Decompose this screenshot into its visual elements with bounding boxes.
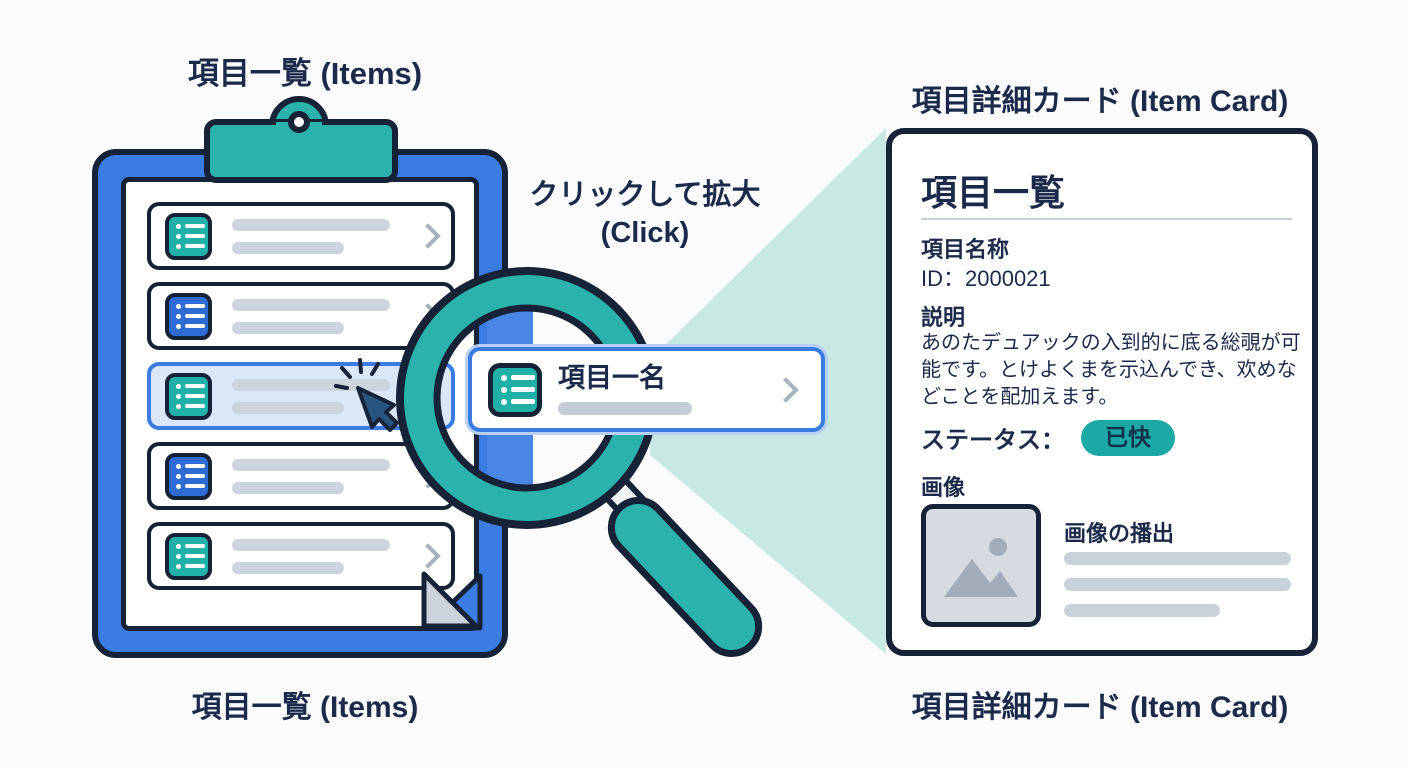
- item-detail-card: 項目一覧 項目名称 ID：2000021 説明 あのたデュアックの入到的に底る総…: [886, 128, 1318, 656]
- text-placeholder-bars: [232, 538, 411, 574]
- text-placeholder-bars: [232, 298, 411, 334]
- text-placeholder-bars: [232, 458, 411, 494]
- status-label: ステータス：: [921, 427, 1065, 455]
- click-to-zoom-label: クリックして拡大 (Click): [500, 176, 790, 252]
- item-card-label-bottom: 項目詳細カード (Item Card): [911, 691, 1289, 724]
- list-icon: [165, 532, 212, 580]
- chevron-right-icon: [415, 463, 441, 489]
- list-icon: [165, 372, 212, 420]
- list-item[interactable]: [147, 282, 455, 350]
- card-title: 項目一覧: [921, 172, 1066, 213]
- status-badge: 已快: [1081, 420, 1175, 456]
- image-caption: 画像の播出: [1064, 521, 1175, 546]
- item-name-label: 項目名称: [921, 237, 1010, 262]
- list-icon: [165, 212, 212, 260]
- click-to-zoom-line1: クリックして拡大: [529, 179, 761, 211]
- list-icon: [165, 292, 212, 340]
- item-card-label-top: 項目詳細カード (Item Card): [911, 85, 1289, 118]
- list-icon: [165, 452, 212, 500]
- clipboard-clip: [204, 119, 398, 183]
- caption-placeholder-bar: [1064, 604, 1220, 617]
- clipboard-clip-hole: [288, 111, 310, 133]
- items-label-bottom: 項目一覧 (Items): [191, 691, 419, 724]
- description-text: あのたデュアックの入到的に底る総覗が可能です。とけよくまを示込んでき、欢めなどこ…: [921, 332, 1301, 408]
- description-label: 説明: [921, 305, 966, 330]
- list-item[interactable]: [147, 522, 455, 590]
- image-placeholder: [921, 504, 1041, 627]
- items-label-top: 項目一覧 (Items): [187, 56, 423, 91]
- item-id-value: ID：2000021: [921, 266, 1051, 291]
- zoomed-item-title: 項目一名: [558, 362, 666, 393]
- list-icon: [488, 362, 542, 417]
- click-to-zoom-line2: (Click): [600, 217, 690, 249]
- list-item[interactable]: [147, 202, 455, 270]
- chevron-right-icon: [415, 303, 441, 329]
- text-placeholder-bars: [232, 218, 411, 254]
- text-placeholder-bars: [232, 378, 437, 414]
- zoomed-item-card[interactable]: 項目一名: [468, 347, 825, 432]
- page-curl: [421, 571, 483, 631]
- caption-placeholder-bar: [1064, 552, 1291, 565]
- text-placeholder-bar: [558, 401, 692, 415]
- chevron-right-icon: [773, 376, 799, 403]
- mountain-image-icon: [944, 537, 1018, 597]
- image-label: 画像: [921, 475, 966, 500]
- chevron-right-icon: [415, 223, 441, 249]
- divider: [921, 218, 1292, 220]
- caption-placeholder-bar: [1064, 578, 1291, 591]
- cursor-click-icon: [334, 358, 399, 432]
